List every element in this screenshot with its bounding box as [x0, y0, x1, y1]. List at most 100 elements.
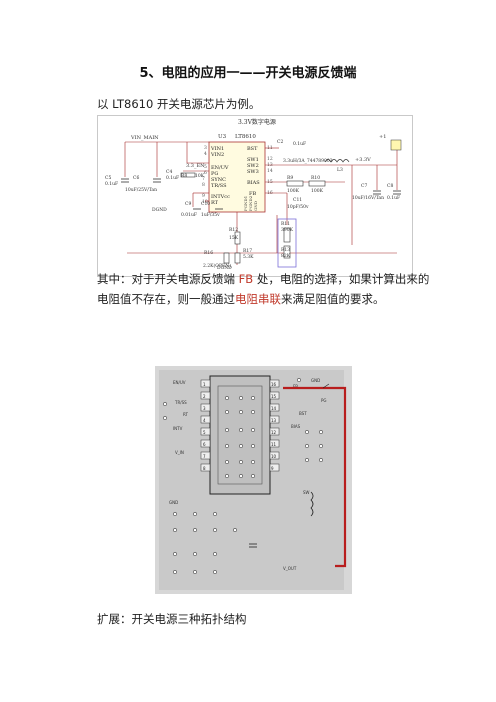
chip-pin-label: GND — [253, 201, 258, 211]
part-value: 5.3K — [243, 254, 254, 260]
section-heading: 5、电阻的应用一——开关电源反馈端 — [139, 66, 357, 81]
part-value: 0.1uF — [166, 175, 179, 181]
chip-pin-label: SW2 — [247, 163, 259, 169]
pcb-pin-number: 10 — [271, 454, 277, 459]
part-ref: R8 — [181, 173, 187, 179]
chip-pin-label: VIN1 — [210, 146, 224, 152]
pcb-pin-number: 13 — [271, 418, 277, 423]
pcb-pin-number: 15 — [271, 394, 277, 399]
chip-ref: U3 — [218, 134, 227, 140]
part-value: 1uF/35v — [201, 212, 220, 218]
pcb-pin-number: 14 — [271, 406, 277, 411]
part-value: 0.1uF — [387, 195, 400, 201]
pcb-pin-number: 16 — [271, 382, 277, 387]
pcb-label: RT — [183, 412, 188, 417]
text-span: 来满足阻值的要求。 — [281, 292, 385, 306]
pcb-pin-number: 5 — [203, 430, 206, 435]
chip-pin-label: BIAS — [247, 180, 260, 186]
pcb-label: FB — [293, 384, 298, 389]
chip-name: LT8610 — [235, 134, 256, 140]
chip-pin-number: 8 — [202, 182, 205, 188]
part-value: 100K — [311, 188, 324, 194]
chip-pin-label: PG — [211, 171, 218, 177]
part-ref: R12 — [229, 227, 238, 233]
pcb-label: BIAS — [291, 424, 301, 429]
chip-pin-label: RT — [211, 200, 219, 206]
pcb-pin-number: 6 — [203, 442, 206, 447]
part-ref: R13 — [281, 247, 290, 253]
explanation-paragraph: 其中：对于开关电源反馈端 FB 处，电阻的选择，如果计算出来的电阻值不存在，则一… — [97, 269, 437, 309]
part-ref: R9 — [287, 175, 293, 181]
pcb-pin-number: 3 — [203, 406, 206, 411]
pcb-pin-number: 8 — [203, 466, 206, 471]
pcb-gnd-label: GND — [311, 378, 320, 383]
part-ref: C4 — [166, 169, 172, 175]
part-value: 3.3uH/3A_744789003 — [283, 158, 333, 164]
part-value: 0.1uF — [293, 141, 306, 147]
pcb-pin-number: 11 — [271, 442, 277, 447]
pcb-label: V_IN — [175, 450, 184, 455]
pcb-pin-number: 12 — [271, 430, 277, 435]
chip-pin-label: PGND2 — [248, 195, 253, 211]
part-ref: C10 — [201, 201, 210, 207]
chip-pin-number: 4 — [204, 151, 207, 157]
part-ref: C11 — [293, 197, 302, 203]
pcb-label: PG — [321, 398, 327, 403]
text-span: 处，电阻的选择，如果计算出来的电阻值不存在，则一般通过 — [97, 272, 430, 306]
part-value: 10pF/50v — [287, 204, 309, 210]
part-value: 10uF/16V/Tan — [352, 195, 384, 201]
chip-pin-number: 10 — [202, 199, 208, 205]
pcb-pin-number: 1 — [203, 382, 206, 387]
pcb-label: SW — [303, 490, 310, 495]
chip-pin-number: 12 — [267, 156, 273, 162]
part-value: 82K — [281, 253, 291, 259]
pcb-layout-figure: GND EN/UV TR/SS RT INTV V_IN FB PG BST B… — [155, 366, 352, 594]
net-out: +3.3V — [355, 157, 371, 163]
chip-pin-number: 3 — [204, 145, 207, 151]
chip-pin-number: 7 — [202, 176, 205, 182]
pcb-pin-number: 4 — [203, 418, 206, 423]
net-en: 3.3_EN — [186, 163, 205, 169]
chip-pin-number: 6 — [204, 170, 207, 176]
chip-pin-label: VIN2 — [210, 152, 224, 158]
pcb-label: BST — [299, 411, 307, 416]
chip-pin-label: BST — [247, 146, 258, 152]
part-ref: C7 — [361, 183, 367, 189]
part-value: 0.01uF — [181, 212, 197, 218]
part-ref: R11 — [281, 221, 290, 227]
part-value: 100K — [287, 188, 300, 194]
chip-pin-label: PGND1 — [243, 196, 248, 211]
chip-pin-label: INTVcc — [211, 194, 230, 200]
chip-pin-label: EN/UV — [211, 165, 229, 171]
part-ref: C5 — [105, 175, 111, 181]
schematic-figure: 3.3V数字电源 U3 LT8610 VIN_MAIN 3.3_EN +3.3V… — [97, 115, 413, 277]
part-ref: C6 — [133, 175, 139, 181]
pcb-label: GND — [169, 500, 178, 505]
pcb-label: EN/UV — [173, 380, 186, 385]
part-value: 10K — [195, 173, 205, 179]
net-plus1: +1 — [379, 134, 386, 140]
gnd-label: DGND — [152, 207, 167, 213]
chip-pin-number: 14 — [267, 168, 273, 174]
part-ref: C2 — [277, 139, 283, 145]
chip-pin-label: TR/SS — [211, 183, 227, 189]
pcb-pin-number: 9 — [271, 466, 274, 471]
part-value: 390K — [281, 227, 294, 233]
part-ref: R10 — [311, 175, 320, 181]
extension-text: 扩展：开关电源三种拓扑结构 — [97, 612, 247, 626]
schematic-caption: 3.3V数字电源 — [238, 118, 276, 126]
chip-pin-label: SW3 — [247, 169, 259, 175]
intro-text: 以 LT8610 开关电源芯片为例。 — [97, 97, 261, 111]
part-value: 10uF/25V/Tan — [125, 187, 157, 193]
pcb-label: V_OUT — [283, 566, 297, 571]
pcb-label: INTV — [173, 426, 183, 431]
chip-pin-label: SYNC — [211, 177, 226, 183]
part-value: 0.1uF — [105, 181, 118, 187]
chip-pin-label: SW1 — [247, 157, 259, 163]
part-ref: R16 — [204, 250, 213, 256]
fb-highlight: FB — [238, 272, 254, 286]
chip-pin-number: 9 — [202, 193, 205, 199]
pcb-label: TR/SS — [174, 400, 187, 405]
gnd-label: DGND — [217, 265, 232, 271]
pcb-pin-number: 2 — [203, 394, 206, 399]
